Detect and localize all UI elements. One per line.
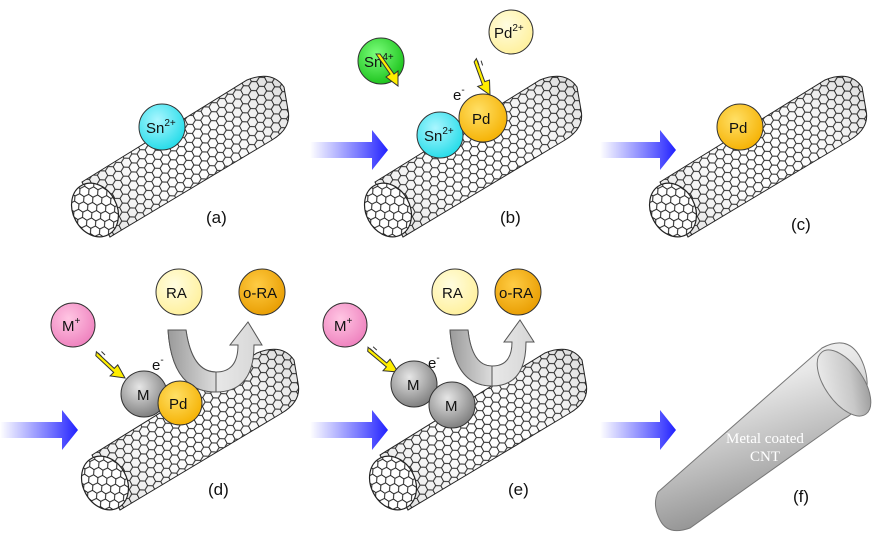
caption-c: (c) (791, 215, 811, 234)
yellow-arrow-sn-oxidation (375, 53, 399, 87)
mplus-ion-d: M+ (50, 302, 96, 348)
ra-molecule-d: RA (155, 268, 203, 316)
electron-b: e- (453, 85, 465, 104)
caption-b: (b) (500, 208, 521, 227)
caption-f: (f) (793, 487, 809, 506)
svg-text:M+: M+ (62, 316, 81, 335)
nanotube-a (61, 75, 290, 246)
panel-f: Metal coated CNT (f) (600, 342, 872, 532)
blue-arrow-ab (310, 130, 388, 170)
panel-d: M+ RA o-RA e- M Pd (d) (0, 268, 300, 519)
sn2-ion-a: Sn2+ (138, 103, 186, 151)
cnt-label: CNT (750, 449, 780, 465)
sn2-ion-b: Sn2+ (416, 111, 464, 159)
svg-text:Pd: Pd (472, 111, 490, 128)
yellow-arrow-m-reduction-e (365, 345, 401, 373)
svg-text:Sn2+: Sn2+ (146, 118, 176, 137)
ora-molecule-d: o-RA (238, 268, 286, 316)
svg-text:M: M (445, 398, 458, 415)
svg-text:o-RA: o-RA (499, 285, 533, 302)
m-atom-e-1: M (390, 360, 438, 408)
pd-atom-b: Pd (458, 93, 508, 143)
panel-a: Sn2+ (a) (61, 75, 290, 246)
sn2-sup-a: 2+ (164, 118, 176, 129)
svg-text:M+: M+ (334, 316, 353, 335)
blue-arrow-bc (600, 130, 676, 170)
nanotube-c (639, 75, 868, 246)
yellow-arrow-pd-reduction (463, 57, 504, 96)
m-atom-e-2: M (428, 381, 476, 429)
metal-coated-label: Metal coated (726, 431, 804, 447)
m-atom-d: M (120, 370, 168, 418)
blue-arrow-de (310, 410, 388, 450)
metal-coated-cnt-cylinder (654, 342, 872, 532)
svg-text:Sn4+: Sn4+ (364, 52, 394, 71)
pd-atom-c: Pd (716, 103, 764, 151)
svg-text:RA: RA (442, 285, 463, 302)
panel-c: Pd (c) (600, 75, 868, 246)
svg-text:o-RA: o-RA (243, 285, 277, 302)
svg-text:Pd: Pd (169, 396, 187, 413)
blue-arrow-ef (600, 410, 676, 450)
pd-atom-d: Pd (157, 380, 203, 426)
svg-text:M: M (407, 377, 420, 394)
svg-text:M: M (137, 387, 150, 404)
panel-b: Sn4+ Pd2+ e- Sn2+ Pd (b) (310, 9, 583, 246)
caption-a: (a) (206, 208, 227, 227)
electron-e: e- (428, 353, 440, 372)
yellow-arrow-m-reduction-d (92, 350, 129, 379)
ora-molecule-e: o-RA (494, 268, 542, 316)
svg-text:Pd2+: Pd2+ (494, 23, 524, 42)
svg-text:RA: RA (166, 285, 187, 302)
svg-text:Pd: Pd (729, 120, 747, 137)
caption-e: (e) (508, 480, 529, 499)
mplus-ion-e: M+ (322, 302, 368, 348)
electron-d: e- (152, 355, 164, 374)
caption-d: (d) (208, 480, 229, 499)
pd2-ion-b: Pd2+ (488, 9, 534, 55)
blue-arrow-cd (0, 410, 78, 450)
panel-e: M+ RA o-RA e- M M (e) (310, 268, 588, 519)
ra-molecule-e: RA (431, 268, 479, 316)
svg-text:Sn2+: Sn2+ (424, 126, 454, 145)
sn2-label-a: Sn (146, 120, 164, 137)
